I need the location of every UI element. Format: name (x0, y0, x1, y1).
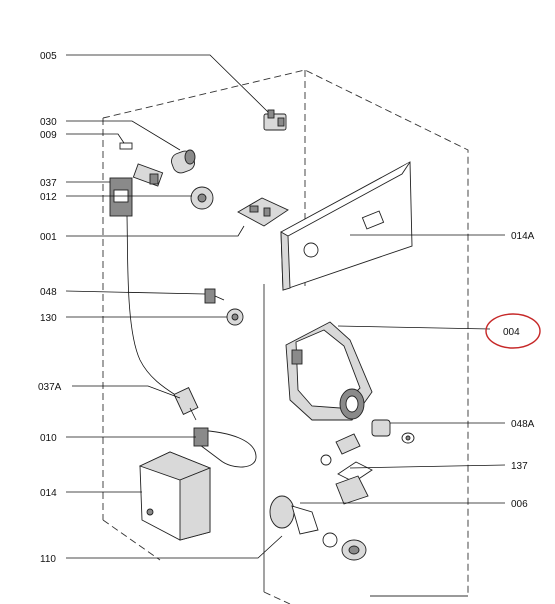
part-030-capacitor (171, 149, 196, 174)
part-010-heater (193, 427, 257, 468)
label-004: 004 (503, 327, 520, 338)
part-014A-control-panel (280, 161, 413, 291)
part-001-control-board (237, 197, 289, 227)
label-014A: 014A (511, 231, 535, 242)
label-006: 006 (511, 499, 528, 510)
label-005: 005 (40, 51, 57, 62)
part-005-door-lock (263, 109, 287, 131)
label-110: 110 (40, 554, 56, 565)
label-048A: 048A (511, 419, 535, 430)
label-037: 037 (40, 178, 57, 189)
highlight-ring (485, 313, 541, 349)
part-037A-plug (173, 387, 199, 421)
part-012-timer-knob (190, 186, 214, 210)
leader-lines (65, 54, 506, 559)
label-130: 130 (40, 313, 57, 324)
label-009: 009 (40, 130, 57, 141)
label-014: 014 (40, 488, 57, 499)
label-012: 012 (40, 192, 57, 203)
part-009-filter (119, 142, 164, 187)
part-006-pump (269, 495, 367, 561)
label-037A: 037A (38, 382, 62, 393)
part-137-bracket (320, 433, 373, 505)
part-labels: 005 030 009 037 012 001 014A 048 130 004… (38, 51, 535, 565)
part-048A-brush (371, 419, 415, 444)
wire-harness (126, 215, 181, 399)
label-001: 001 (40, 232, 57, 243)
part-130-tacho (226, 308, 244, 326)
label-137: 137 (511, 461, 528, 472)
part-014-cover (138, 451, 212, 541)
part-048-sensor (204, 288, 225, 304)
label-010: 010 (40, 433, 57, 444)
label-048: 048 (40, 287, 57, 298)
label-030: 030 (40, 117, 57, 128)
part-037-switch (109, 177, 133, 217)
cabinet-frame (102, 69, 469, 604)
part-004-motor (285, 321, 373, 421)
